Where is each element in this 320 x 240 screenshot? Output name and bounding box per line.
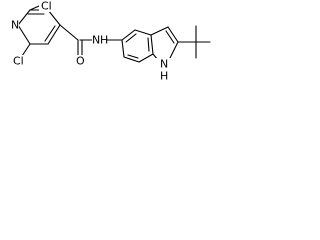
pyridine-ring xyxy=(17,9,61,45)
atom-o-carbonyl: O xyxy=(76,55,85,68)
indole-benzene-ring xyxy=(121,29,154,63)
atom-label-group-nh-indole: N H xyxy=(155,58,171,83)
atom-h-amide: H xyxy=(100,34,108,47)
atom-label-group-nh-amide: N H xyxy=(92,34,108,47)
indole-pyrrole-ring xyxy=(150,26,179,61)
bond-c-cl-bottom xyxy=(21,43,31,57)
bond-c-cl-top xyxy=(29,5,40,11)
atom-n-indole: N xyxy=(160,58,168,71)
atom-label-group-o-carbonyl: O xyxy=(75,55,85,68)
atom-h-indole: H xyxy=(160,70,168,83)
chemical-structure: Cl N Cl O N H N H xyxy=(10,0,211,83)
atom-label-group-cl-bottom: Cl xyxy=(12,55,27,68)
atom-cl-bottom: Cl xyxy=(13,55,24,68)
atom-label-group-n-pyridine: N xyxy=(10,19,19,32)
atom-cl-top: Cl xyxy=(41,0,52,13)
bond-ring-carbonyl xyxy=(59,24,79,41)
atom-n-pyridine: N xyxy=(11,19,19,32)
atom-n-amide: N xyxy=(92,34,100,47)
tert-butyl-group xyxy=(177,25,211,59)
atom-label-group-cl-top: Cl xyxy=(39,0,54,13)
